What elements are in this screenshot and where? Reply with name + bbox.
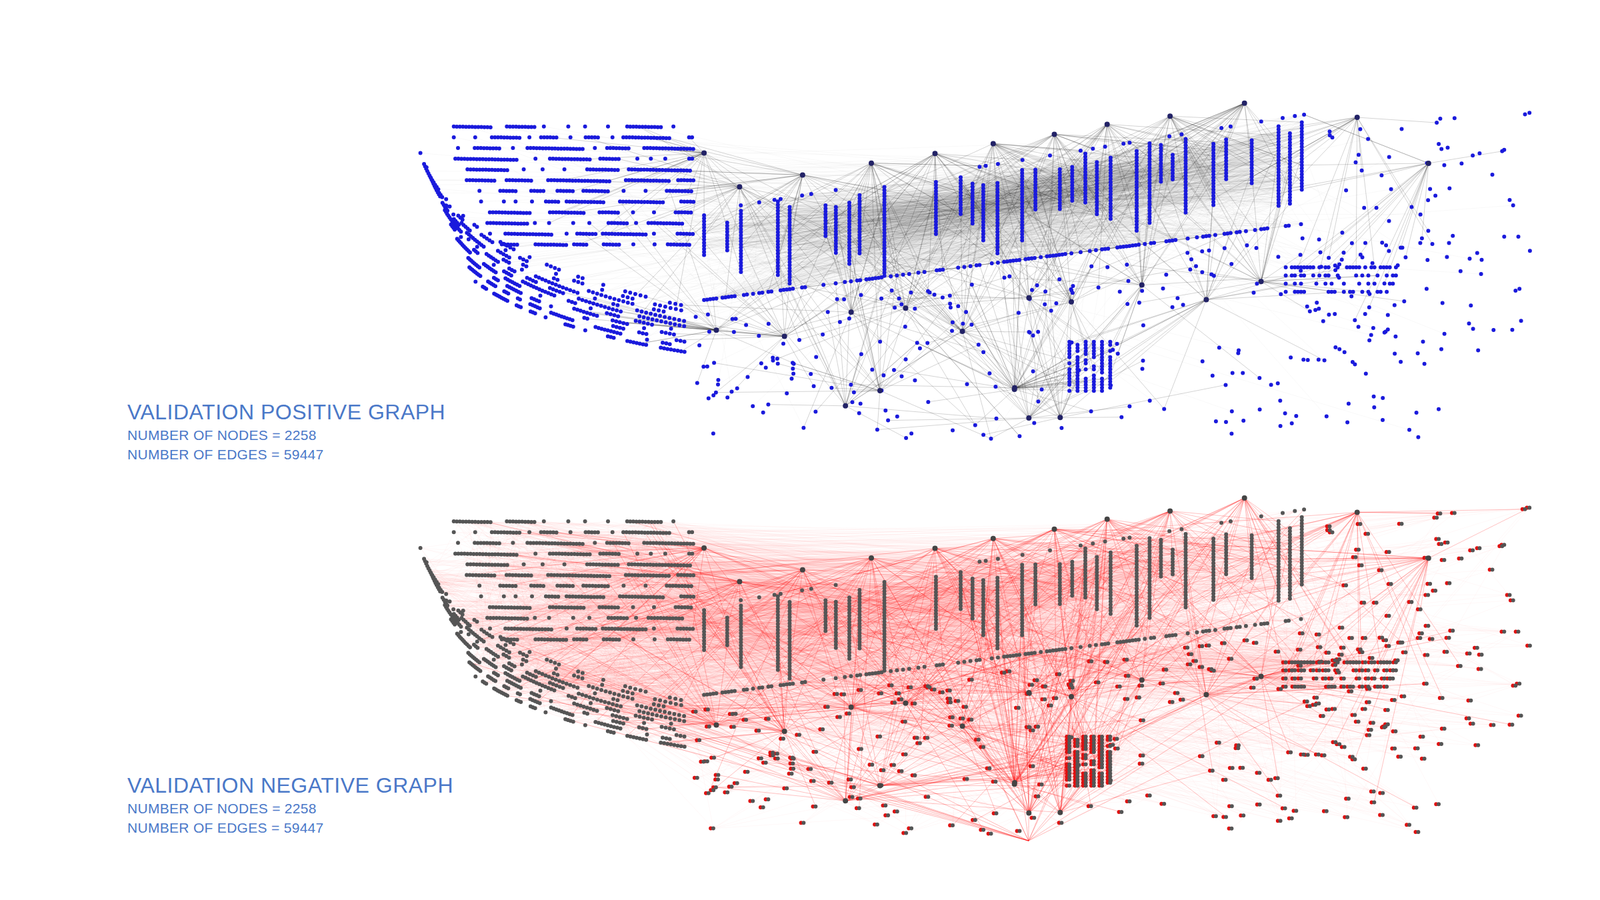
graph-stat: NUMBER OF NODES = 2258 bbox=[127, 427, 317, 444]
graph-nodes bbox=[420, 508, 1530, 834]
graph-nodes bbox=[420, 112, 1530, 439]
hub-nodes bbox=[704, 103, 1429, 418]
graph-stat: NUMBER OF EDGES = 59447 bbox=[127, 446, 324, 463]
graph-edges bbox=[420, 114, 1514, 439]
graph-stat: NUMBER OF EDGES = 59447 bbox=[127, 820, 324, 836]
graph-title: VALIDATION NEGATIVE GRAPH bbox=[127, 773, 454, 798]
graph-stat: NUMBER OF NODES = 2258 bbox=[127, 800, 317, 817]
graph-title: VALIDATION POSITIVE GRAPH bbox=[127, 400, 446, 425]
hub-nodes bbox=[704, 498, 1429, 813]
graph-edges bbox=[420, 508, 1530, 834]
